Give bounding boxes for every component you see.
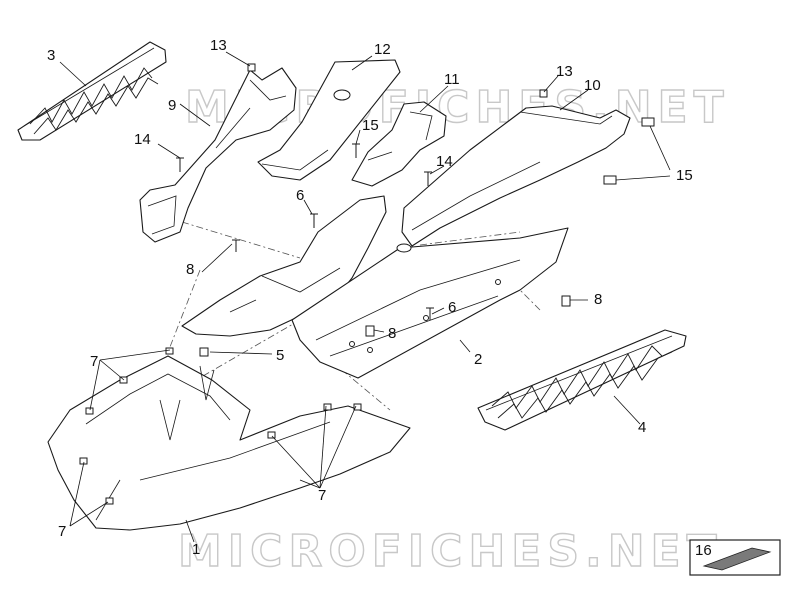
watermark-bottom: MICROFICHES.NET bbox=[178, 526, 723, 577]
callout-15-right: 15 bbox=[676, 167, 693, 184]
callout-8-right: 8 bbox=[594, 291, 602, 308]
callout-3: 3 bbox=[47, 47, 55, 64]
part-9-left-trim[interactable] bbox=[139, 67, 297, 243]
callout-10: 10 bbox=[584, 77, 601, 94]
callout-15-center: 15 bbox=[362, 117, 379, 134]
callout-8-center: 8 bbox=[388, 325, 396, 342]
callout-11: 11 bbox=[444, 71, 460, 88]
callout-13-left: 13 bbox=[210, 37, 227, 54]
callout-8-left: 8 bbox=[186, 261, 194, 278]
callout-2: 2 bbox=[474, 351, 482, 368]
part-2-floor-panel[interactable] bbox=[291, 227, 569, 379]
callout-14-left: 14 bbox=[134, 131, 151, 148]
part-1-belly-pan[interactable] bbox=[47, 355, 411, 531]
callout-5: 5 bbox=[276, 347, 284, 364]
callout-6-lower: 6 bbox=[448, 299, 456, 316]
callout-labels: 3 13 12 11 9 15 13 10 14 14 15 6 8 8 6 8… bbox=[47, 37, 693, 558]
callout-7-bottom: 7 bbox=[58, 523, 66, 540]
callout-14-right: 14 bbox=[436, 153, 453, 170]
part-11-bracket[interactable] bbox=[351, 101, 447, 187]
callout-6-upper: 6 bbox=[296, 187, 304, 204]
part-16-inset[interactable]: 16 bbox=[689, 539, 781, 576]
mat-icon bbox=[702, 547, 772, 571]
callout-4: 4 bbox=[638, 419, 646, 436]
leader-lines bbox=[59, 51, 671, 543]
part-12-center-panel[interactable] bbox=[257, 59, 401, 181]
callout-1: 1 bbox=[192, 541, 200, 558]
callout-7-top: 7 bbox=[90, 353, 98, 370]
callout-13-right: 13 bbox=[556, 63, 573, 80]
callout-16: 16 bbox=[695, 542, 712, 559]
part-4-grille-right[interactable] bbox=[477, 329, 687, 431]
callout-9: 9 bbox=[168, 97, 176, 114]
central-frame[interactable] bbox=[181, 195, 387, 337]
callout-7-right: 7 bbox=[318, 487, 326, 504]
part-10-right-trim[interactable] bbox=[401, 105, 631, 247]
callout-12: 12 bbox=[374, 41, 391, 58]
part-3-grille-left[interactable] bbox=[17, 41, 167, 141]
